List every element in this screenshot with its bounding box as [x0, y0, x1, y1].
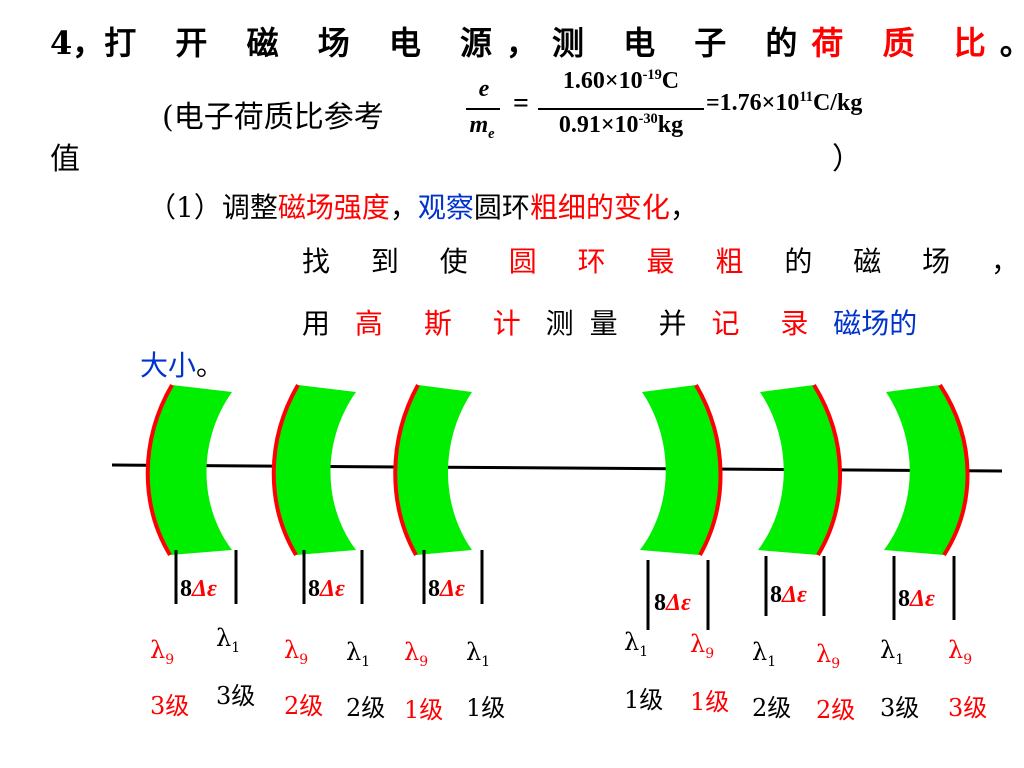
lambda-label: λ9 — [690, 630, 715, 662]
heading: 4，打 开 磁 场 电 源，测 电 子 的荷 质 比。 — [50, 18, 1024, 64]
ring-right-3 — [884, 383, 970, 557]
formula-me: me — [469, 112, 495, 142]
order-label: 2级 — [752, 694, 792, 722]
lambda-label: λ1 — [880, 636, 905, 668]
heading-highlight: 荷 质 比 — [811, 24, 1000, 62]
lambda-label: λ1 — [752, 638, 777, 670]
order-label: 1级 — [624, 686, 664, 714]
reference-open: (电子荷质比参考 — [162, 100, 384, 135]
delta-brackets — [174, 550, 956, 630]
reference-value-label: 值 — [50, 142, 80, 177]
lambda-label: λ1 — [216, 624, 241, 656]
delta-label-right-2: 8Δε — [770, 582, 807, 608]
formula-bar-1 — [466, 108, 500, 110]
order-label: 2级 — [346, 694, 386, 722]
formula-numerator: 1.60×10-19C — [562, 67, 680, 94]
reference-close: ） — [832, 142, 862, 177]
lambda-label: λ1 — [346, 638, 371, 670]
order-label: 3级 — [150, 692, 190, 720]
ring-left-1 — [393, 384, 472, 556]
order-label: 2级 — [284, 692, 324, 720]
order-label: 1级 — [690, 688, 730, 716]
formula-bar-2 — [538, 108, 704, 110]
step-1-line-4: 大小。 — [140, 349, 225, 382]
lambda-label: λ9 — [948, 636, 973, 668]
formula-e: e — [478, 76, 490, 102]
delta-label-right-1: 8Δε — [654, 590, 691, 616]
ring-left-2 — [271, 383, 356, 557]
formula-denominator: 0.91×10-30kg — [558, 111, 684, 138]
ring-right-1 — [640, 383, 723, 556]
lambda-label: λ1 — [624, 628, 649, 660]
order-label: 3级 — [216, 682, 256, 710]
delta-label-left-1: 8Δε — [428, 576, 465, 602]
ring-right-2 — [758, 383, 842, 557]
heading-number: 4， — [50, 24, 105, 62]
delta-label-left-3: 8Δε — [180, 576, 217, 602]
formula-result: =1.76×1011C/kg — [706, 89, 863, 116]
delta-label-right-3: 8Δε — [898, 586, 935, 612]
lambda-label: λ9 — [150, 636, 175, 668]
delta-label-left-2: 8Δε — [308, 576, 345, 602]
order-label: 1级 — [404, 696, 444, 724]
order-label: 3级 — [880, 694, 920, 722]
heading-text: 打 开 磁 场 电 源，测 电 子 的 — [104, 24, 812, 62]
order-label: 1级 — [466, 694, 506, 722]
step-1-line-3: 用 高 斯 计 测量 并 记 录 磁场的 — [302, 307, 918, 340]
order-label: 2级 — [816, 696, 856, 724]
step-1-line-2: 找 到 使 圆 环 最 粗 的 磁 场 ， — [302, 245, 1024, 278]
axis-line — [111, 463, 1003, 473]
step-1: （1）调整磁场强度，观察圆环粗细的变化， — [148, 191, 698, 224]
lambda-label: λ9 — [404, 638, 429, 670]
lambda-label: λ9 — [284, 636, 309, 668]
lambda-label: λ1 — [466, 638, 491, 670]
heading-end: 。 — [1000, 24, 1024, 62]
ring-left-3 — [145, 383, 232, 557]
formula-equals-1: = — [513, 88, 529, 119]
lambda-label: λ9 — [816, 640, 841, 672]
order-label: 3级 — [948, 694, 988, 722]
